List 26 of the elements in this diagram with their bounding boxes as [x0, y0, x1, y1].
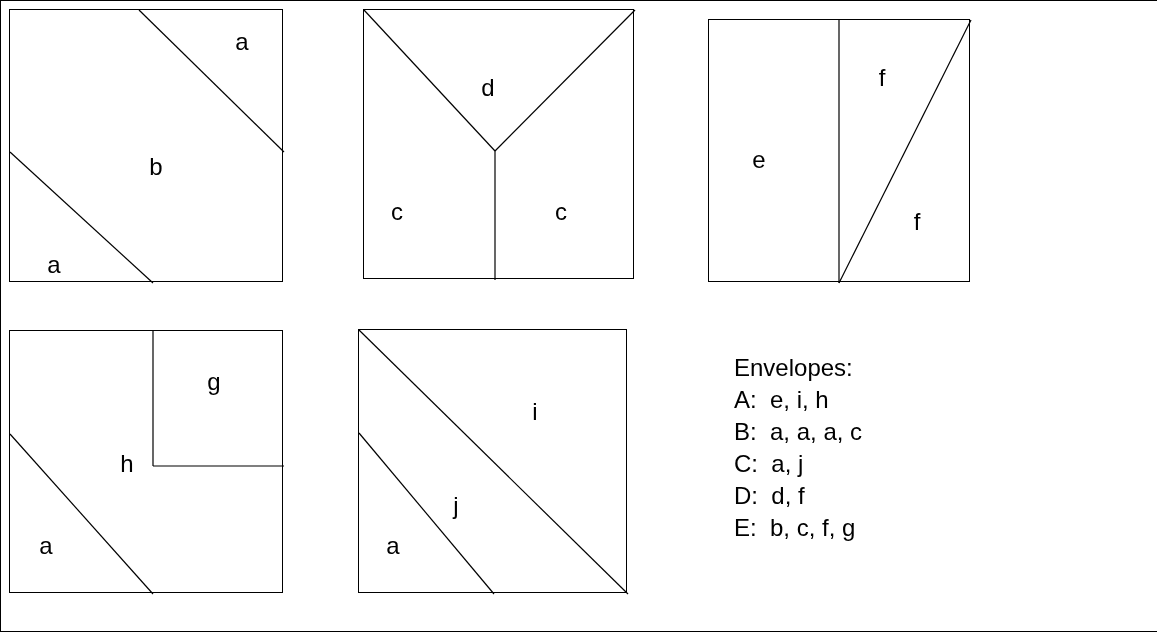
envelope-list-line: D: d, f [734, 481, 806, 511]
block-square [358, 329, 627, 593]
block-square [708, 19, 970, 282]
piece-label: a [39, 534, 53, 558]
piece-label: c [555, 200, 567, 224]
piece-label: f [878, 66, 886, 90]
envelope-list-line: E: b, c, f, g [734, 513, 857, 543]
piece-label: a [235, 30, 249, 54]
legend-heading: Envelopes: [734, 353, 854, 383]
piece-label: i [532, 400, 538, 424]
piece-label: e [752, 148, 766, 172]
piece-label: c [391, 200, 403, 224]
block-square [9, 330, 283, 593]
piece-label: a [386, 534, 400, 558]
piece-label: d [481, 76, 495, 100]
piece-label: f [913, 210, 921, 234]
piece-label: g [207, 370, 221, 394]
envelope-list-line: B: a, a, a, c [734, 417, 863, 447]
block-square [9, 9, 283, 282]
envelope-list-line: A: e, i, h [734, 385, 830, 415]
piece-label: a [47, 253, 61, 277]
piece-label: b [149, 155, 163, 179]
envelope-list-line: C: a, j [734, 449, 805, 479]
piece-label: j [453, 494, 459, 518]
piece-label: h [120, 452, 134, 476]
block-square [363, 9, 634, 279]
